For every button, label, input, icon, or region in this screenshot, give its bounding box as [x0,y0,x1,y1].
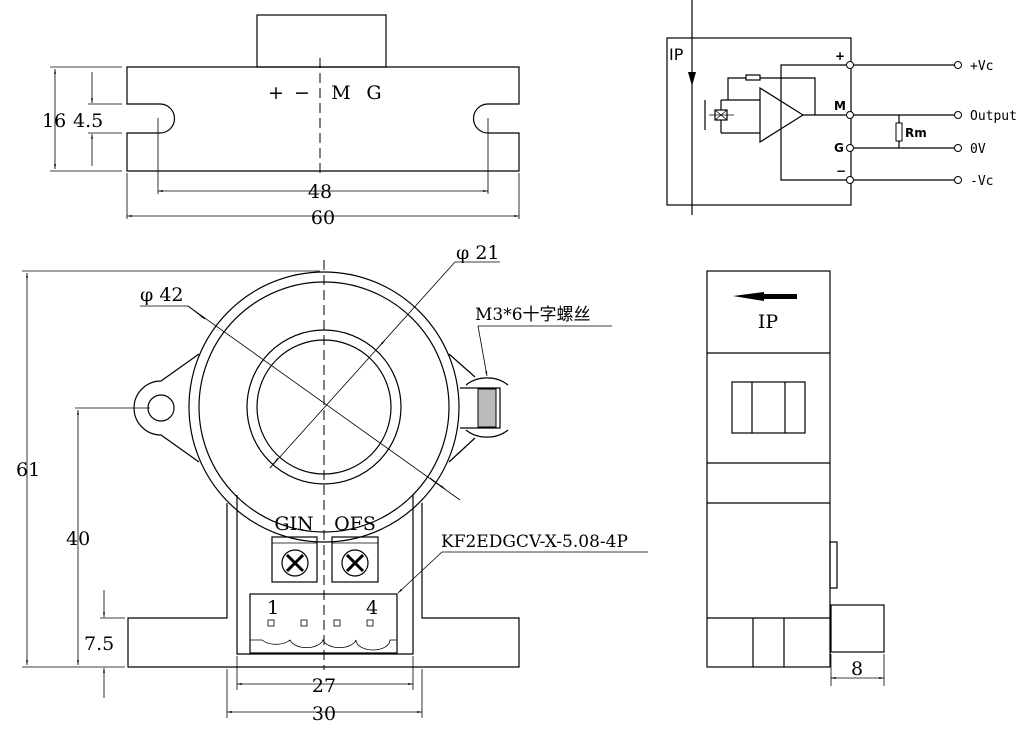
terminal-label: G [834,141,844,155]
gin-label: GIN [274,513,313,535]
pin-4-label: 4 [366,597,378,619]
ip-label: IP [669,45,684,64]
dim-width: 60 [311,207,335,229]
terminal-label: M [834,99,846,113]
dim-height: 16 [42,110,66,132]
dim-height: 61 [16,459,40,481]
outer-diameter-label: φ 42 [140,284,184,306]
rm-resistor-icon [895,122,903,142]
dim-hole-pitch: 48 [308,181,332,203]
side-ip-label: IP [758,311,779,333]
output-label: 0V [970,142,986,157]
top-body [126,66,520,172]
ofs-label: OFS [334,513,376,535]
connector-label: KF2EDGCV-X-5.08-4P [441,532,628,552]
feedback-resistor-icon [745,74,761,81]
rm-label: Rm [905,126,927,140]
front-view: GIN OFS 1 4 φ 42 φ 21 M3*6十字螺丝 KF2EDGCV-… [16,242,648,725]
pin-label: + [268,82,284,104]
dim-outer-width: 30 [312,703,336,725]
pin-label: G [366,82,381,104]
pin-label: − [294,82,310,104]
screw-icon [477,388,497,428]
terminal-label: − [836,164,846,178]
dim-base: 7.5 [84,633,114,655]
output-label: -Vc [970,174,993,189]
ofs-potentiometer[interactable] [331,536,379,583]
current-direction-arrow-icon [733,292,797,301]
mount-hole [147,394,175,422]
terminal-connector: 1 4 [249,593,398,654]
side-view: IP 8 [706,270,885,686]
dim-mount-height: 40 [66,528,90,550]
screw-label: M3*6十字螺丝 [475,305,591,325]
dim-connector-depth: 8 [851,658,863,680]
output-label: +Vc [970,59,993,74]
dim-inner-width: 27 [312,675,336,697]
top-tab [256,14,387,68]
current-arrow-icon [688,72,696,86]
pin-label: M [331,82,350,104]
wiring-schematic: IP Rm + M G − +Vc Output 0V -Vc [666,0,1017,215]
gin-potentiometer[interactable] [271,536,318,583]
top-view: + − M G 16 4.5 48 60 [42,14,520,229]
output-label: Output [970,109,1017,124]
inner-diameter-label: φ 21 [456,242,500,264]
pin-1-label: 1 [267,597,279,619]
dim-slot: 4.5 [73,110,103,132]
terminal-label: + [835,49,845,63]
